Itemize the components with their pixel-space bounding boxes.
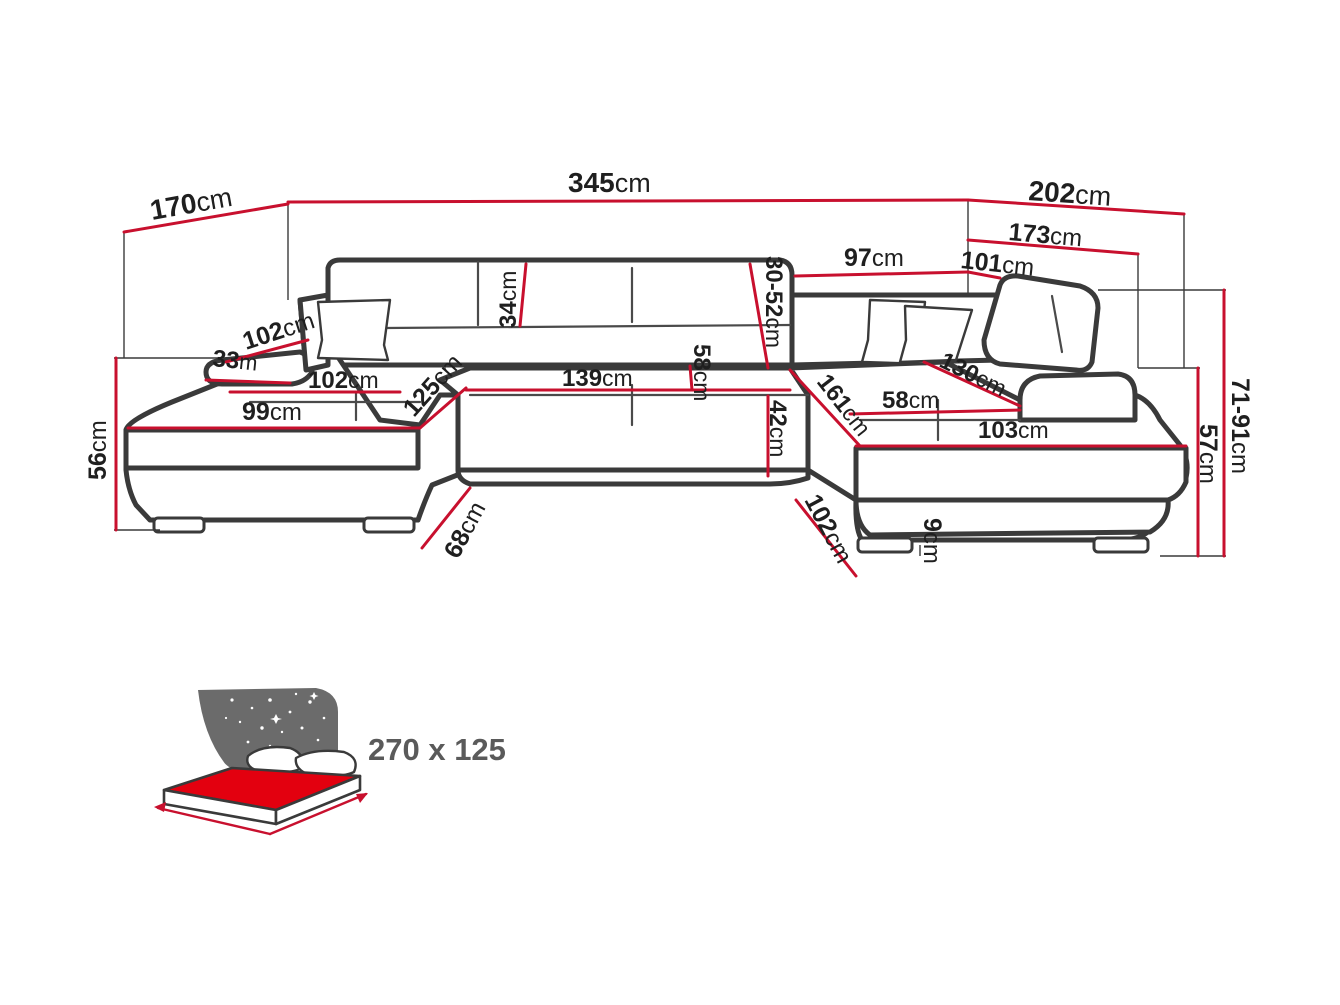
label-left-seat-width: 99cm [242, 398, 302, 426]
label-right-seat-depth: 58cm [882, 387, 939, 414]
dim-line-right-headrest [966, 270, 1002, 280]
label-leg-height: 9cm [918, 518, 946, 564]
stars-icon [224, 692, 326, 748]
arrow-head-right [356, 793, 368, 803]
label-middle-back: 34cm [495, 271, 522, 328]
dim-line-left-chaise-width [418, 386, 468, 430]
dim-line-middle-back [518, 262, 528, 328]
label-armrest-width: 33m [211, 345, 259, 377]
dim-line-right-depth [966, 198, 1186, 216]
bed-function-icon [154, 688, 368, 836]
arrow-head-left [154, 802, 166, 812]
leg-left-2 [362, 516, 416, 534]
dim-line-right-inner-depth [966, 238, 1140, 256]
bed-size-label: 270 x 125 [368, 732, 506, 767]
dim-line-right-chaise-inner [922, 360, 1022, 408]
label-right-depth: 202cm [1028, 175, 1113, 212]
leg-right-1 [856, 536, 914, 554]
dim-line-middle-seat-depth [688, 364, 694, 392]
middle-base [455, 467, 811, 487]
label-left-depth: 170cm [148, 181, 235, 226]
label-right-seat-width: 103cm [978, 417, 1049, 444]
label-middle-seat-depth: 58cm [688, 344, 715, 401]
leg-right-2 [1092, 536, 1150, 554]
label-total-width: 345cm [568, 167, 651, 198]
dim-line-right-seat-depth [848, 408, 1022, 416]
bed-length-line [268, 792, 368, 836]
right-chaise-front [853, 445, 1189, 503]
label-right-height: 57cm [1194, 424, 1222, 484]
dimension-lines [114, 198, 1226, 578]
label-left-front: 68cm [439, 497, 492, 563]
right-pillow-2 [898, 304, 974, 364]
dim-line-headrest-height [748, 262, 770, 370]
label-middle-seat-width: 139cm [562, 365, 633, 392]
night-sky-panel [198, 688, 338, 772]
dimension-labels: 345cm 170cm 202cm 173cm 97cm 101cm 102cm… [84, 167, 1254, 568]
mattress-end [274, 774, 362, 826]
dim-line-armrest-width [204, 378, 292, 385]
label-total-height: 71-91cm [1226, 378, 1254, 474]
label-right-inner-depth: 173cm [1007, 218, 1083, 252]
leg-left-1 [152, 516, 206, 534]
moon-icon [196, 700, 244, 776]
dim-line-left-depth [122, 202, 290, 234]
middle-backrest [325, 257, 795, 368]
right-armrest [1017, 371, 1138, 423]
sofa-drawing [114, 200, 1226, 557]
label-left-seat-depth: 102cm [308, 367, 379, 394]
dim-line-right-front [794, 498, 858, 578]
left-pillow [316, 298, 392, 362]
label-left-height: 56cm [84, 420, 112, 480]
label-seat-height: 42cm [764, 400, 791, 457]
cushion-seams [248, 260, 1064, 442]
label-right-front: 102cm [799, 490, 858, 568]
extension-lines [114, 200, 1226, 557]
dim-line-left-front [420, 486, 472, 550]
label-right-headrest: 101cm [959, 246, 1035, 282]
left-chaise-front [123, 427, 421, 471]
label-headrest-height: 30-52cm [760, 256, 787, 348]
dim-line-total-width [286, 198, 970, 204]
right-chaise-base [853, 497, 1171, 538]
dim-line-left-armrest [224, 338, 310, 364]
dim-line-right-chaise-length [788, 368, 862, 448]
bed-width-line [156, 806, 272, 836]
right-headrest [981, 273, 1101, 373]
dim-line-right-back-width [793, 270, 970, 278]
label-right-back-width: 97cm [844, 244, 904, 272]
